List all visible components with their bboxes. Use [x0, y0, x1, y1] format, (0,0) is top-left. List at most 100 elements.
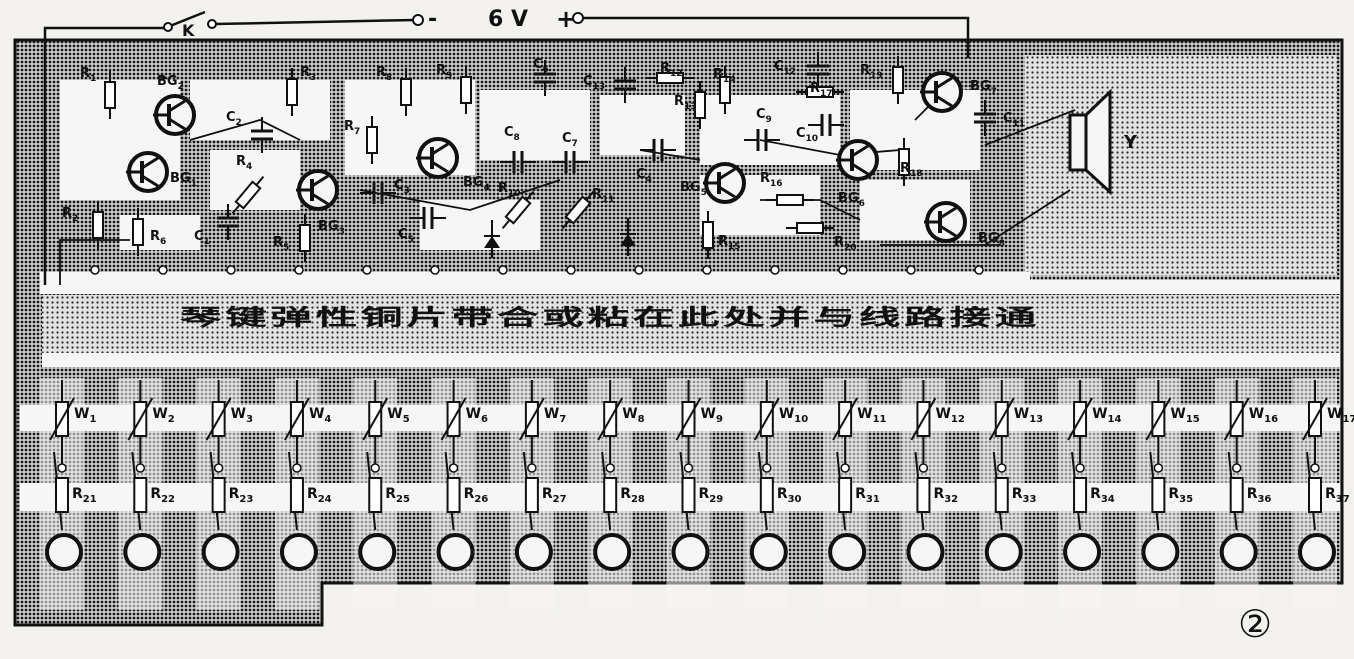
solder-point — [906, 265, 916, 275]
key-contact-pad — [828, 533, 867, 571]
solder-point — [226, 265, 236, 275]
capacitor-c8 — [500, 151, 536, 173]
resistor-r15 — [702, 211, 714, 259]
capacitor-c1 — [217, 204, 239, 240]
resistor-r18 — [898, 138, 910, 186]
resistor-r12 — [646, 72, 694, 84]
solder-point — [634, 265, 644, 275]
key-contact-strip — [42, 295, 1340, 353]
resistor-r20 — [786, 222, 834, 234]
resistor-r11 — [561, 190, 595, 230]
key-contact-pad — [358, 533, 397, 571]
switch-terminal-left — [163, 22, 173, 32]
resistor-r5 — [299, 214, 311, 262]
resistor-r19 — [892, 56, 904, 104]
key-contact-pad — [671, 533, 710, 571]
key-contact-pad — [514, 533, 553, 571]
solder-point — [362, 265, 372, 275]
key-contact-pad — [123, 533, 162, 571]
key-contact-pad — [1141, 533, 1180, 571]
capacitor-c4 — [640, 139, 676, 161]
solder-point — [702, 265, 712, 275]
resistor-r14 — [719, 66, 731, 114]
key-contact-pad — [749, 533, 788, 571]
resistor-r6 — [132, 208, 144, 256]
battery-voltage-label: 6 V — [488, 7, 528, 32]
solder-point — [498, 265, 508, 275]
resistor-r10 — [501, 190, 535, 230]
solder-point — [566, 265, 576, 275]
switch-label: K — [182, 21, 195, 40]
solder-point — [430, 265, 440, 275]
diode-2 — [620, 218, 636, 256]
speaker-icon — [1068, 88, 1112, 196]
bus-trace-right — [40, 280, 1340, 294]
switch-terminal-right — [207, 19, 217, 29]
capacitor-c10 — [808, 114, 844, 136]
diode-1 — [484, 220, 500, 258]
transistor-bg7 — [920, 71, 963, 113]
solder-point — [294, 265, 304, 275]
capacitor-c3 — [360, 182, 396, 204]
key-contact-pad — [593, 533, 632, 571]
solder-point — [90, 265, 100, 275]
key-contact-pad — [45, 533, 83, 571]
transistor-bg4 — [416, 137, 459, 179]
solder-point — [838, 265, 848, 275]
transistor-label-bg6: BG6 — [838, 191, 865, 209]
key-contact-pad — [1219, 533, 1258, 571]
figure-number: ② — [1238, 602, 1272, 646]
resistor-r4 — [231, 175, 265, 215]
transistor-label-bg1: BG1 — [170, 171, 197, 189]
capacitor-c2 — [251, 117, 273, 153]
transistor-label-bg8: BG8 — [978, 231, 1005, 249]
key-contact-pad — [984, 533, 1023, 571]
transistor-label-bg4: BG4 — [463, 175, 490, 193]
resistor-r7 — [366, 116, 378, 164]
transistor-bg2 — [153, 94, 196, 136]
resistor-r3 — [286, 68, 298, 116]
capacitor-c6 — [534, 60, 556, 96]
capacitor-c5 — [410, 207, 446, 229]
internal-wiring — [59, 94, 1076, 285]
solder-point — [158, 265, 168, 275]
resistor-r8 — [400, 68, 412, 116]
resistor-r13 — [694, 81, 706, 129]
key-contact-pad — [201, 533, 240, 571]
capacitor-c12 — [807, 52, 829, 88]
key-contact-pad — [279, 533, 318, 571]
speaker-label: Y — [1123, 132, 1138, 153]
solder-point — [974, 265, 984, 275]
battery-plus-label: + — [556, 5, 576, 33]
strip-border — [42, 353, 1340, 367]
key-contact-pad — [1298, 533, 1336, 571]
transistor-bg5 — [703, 162, 746, 204]
transistor-bg1 — [126, 151, 169, 193]
solder-point — [770, 265, 780, 275]
battery-minus-label: - — [428, 7, 437, 32]
transistor-label-bg3: BG3 — [318, 219, 345, 237]
resistor-r17 — [796, 86, 844, 98]
transistor-bg8 — [924, 201, 967, 243]
capacitor-c9 — [744, 129, 780, 151]
transistor-label-bg5: BG5 — [680, 180, 707, 198]
strip-caption: 琴键弹性铜片带合或粘在此处并与线路接通 — [180, 305, 1040, 331]
transistor-label-bg2: BG2 — [157, 74, 184, 92]
key-contact-pad — [436, 533, 475, 571]
